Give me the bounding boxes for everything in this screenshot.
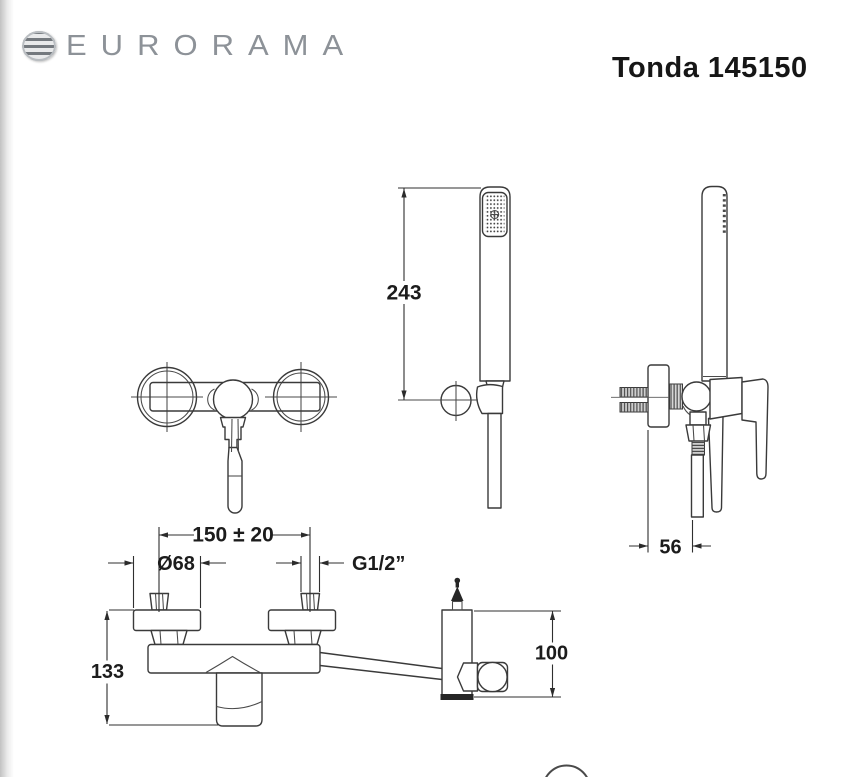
lever-handle xyxy=(227,446,243,514)
cartridge-block xyxy=(215,672,263,727)
page-edge-shadow xyxy=(0,0,14,777)
dim-label-133: 133 xyxy=(91,661,124,683)
dimension-100: 100 xyxy=(474,610,572,698)
hose-side xyxy=(690,454,705,518)
right-flange xyxy=(272,368,330,426)
dimension-150: 150 ± 20 xyxy=(158,522,311,612)
holder-profile xyxy=(440,577,509,700)
hose-thread xyxy=(691,440,705,456)
dimension-g12: G1/2” xyxy=(276,553,405,592)
handle-grip-side xyxy=(741,378,769,480)
shower-hose xyxy=(487,412,502,509)
hand-shower-view xyxy=(440,186,511,509)
dim-label-150: 150 ± 20 xyxy=(192,524,274,547)
side-view xyxy=(611,185,769,518)
dimension-243: 243 xyxy=(386,187,481,401)
lever-plan-top xyxy=(319,651,443,670)
right-locknut xyxy=(284,629,322,646)
header: EURORAMA Tonda 145150 xyxy=(0,0,850,110)
lever-side xyxy=(707,415,724,513)
mixer-body-plan xyxy=(147,643,321,674)
dim-label-100: 100 xyxy=(535,643,568,665)
lever-plan-bottom xyxy=(319,664,443,681)
product-title: Tonda 145150 xyxy=(612,52,808,84)
diverter-knob xyxy=(477,661,508,693)
eurorama-globe-icon xyxy=(22,31,56,61)
left-flange-top xyxy=(132,609,202,632)
body-block-side xyxy=(709,376,743,420)
left-flange xyxy=(136,366,198,428)
dim-label-g12: G1/2” xyxy=(352,553,405,575)
wand-side xyxy=(701,185,728,382)
right-flange-top xyxy=(267,609,337,632)
handle-collar xyxy=(219,416,247,449)
dimension-56: 56 xyxy=(629,430,711,559)
dim-label-68: Ø68 xyxy=(157,553,195,575)
shower-holder xyxy=(475,383,504,415)
front-view xyxy=(131,362,337,514)
hose-nut xyxy=(685,424,712,442)
dim-label-243: 243 xyxy=(386,282,421,305)
partial-circle-bottom xyxy=(545,764,588,777)
outlet-arrow-icon xyxy=(451,577,464,601)
logo-text: EURORAMA xyxy=(66,29,358,62)
wand-spray-edge xyxy=(722,194,726,233)
dimension-133: 133 xyxy=(89,609,218,726)
wall-plate xyxy=(647,364,670,428)
wall-line xyxy=(440,694,474,700)
left-locknut xyxy=(150,629,188,646)
dimension-68: Ø68 xyxy=(108,553,226,608)
valve-body xyxy=(681,381,712,412)
installation-view xyxy=(132,577,509,727)
wall-pipes xyxy=(619,387,649,413)
eurorama-logo: EURORAMA xyxy=(22,28,357,64)
threaded-connector xyxy=(669,383,683,410)
cartridge-dome xyxy=(212,379,254,420)
dim-label-56: 56 xyxy=(659,537,681,559)
